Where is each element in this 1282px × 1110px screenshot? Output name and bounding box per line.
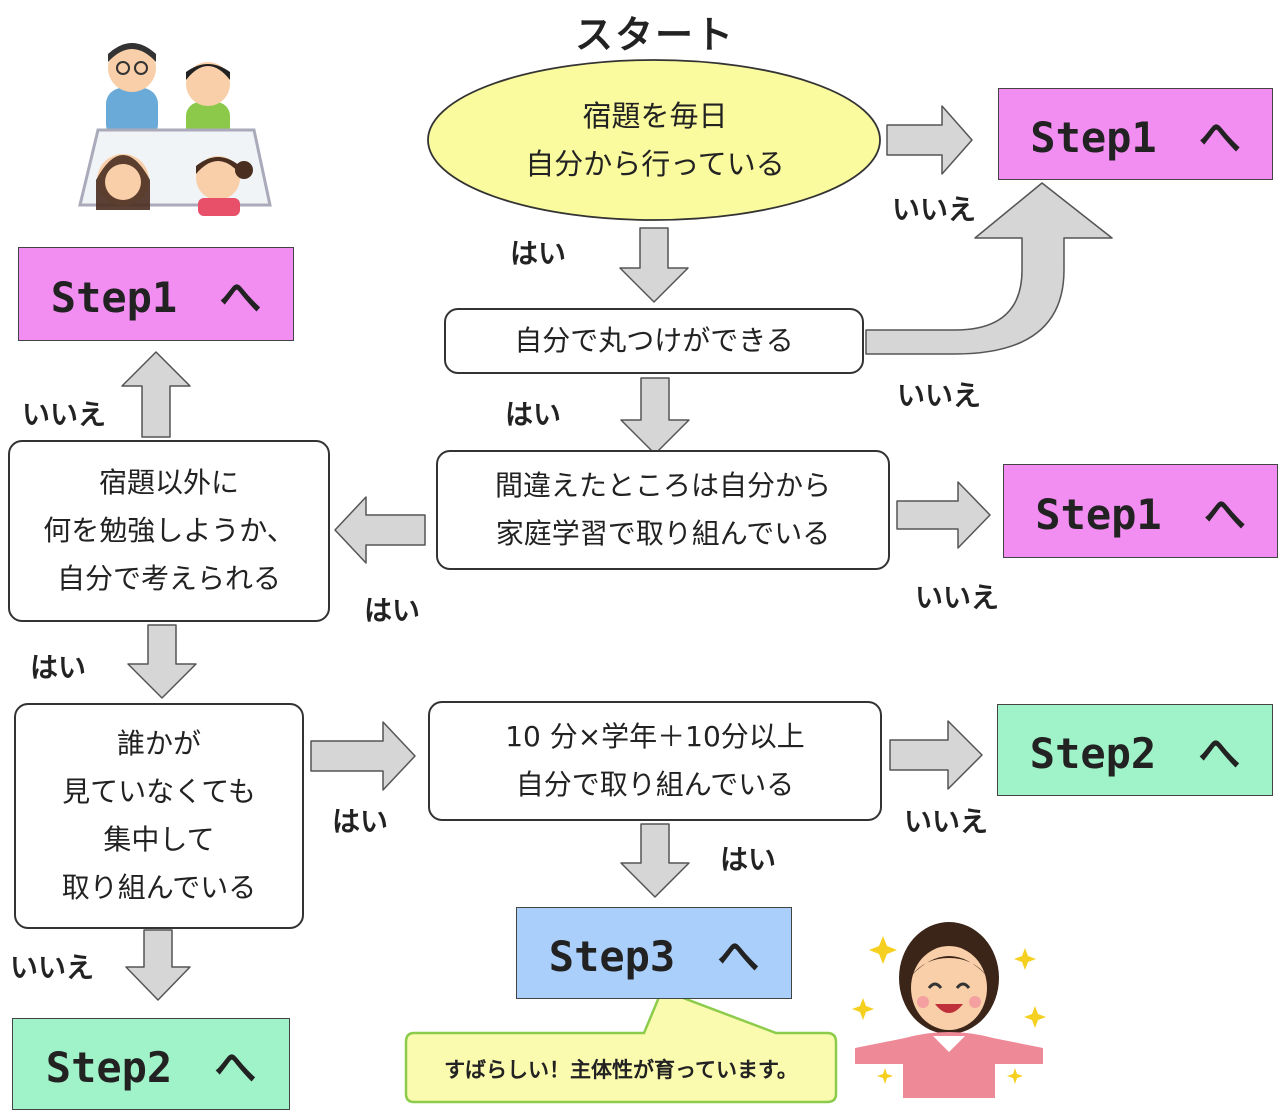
label-yes-selfcheck: はい: [505, 398, 562, 431]
arrow-start-yes: [619, 227, 689, 303]
label-no-start: いいえ: [892, 193, 977, 226]
node-focus-text: 誰かが 見ていなくても 集中して 取り組んでいる: [61, 727, 257, 904]
speech-bubble: [404, 988, 838, 1104]
arrow-start-no: [886, 105, 973, 175]
node-self-check-text: 自分で丸つけができる: [514, 324, 794, 357]
label-no-selfcheck: いいえ: [897, 379, 982, 412]
label-yes-start: はい: [510, 237, 567, 270]
step2-bottom-left: Step2 へ: [12, 1018, 290, 1110]
label-no-time: いいえ: [904, 805, 989, 838]
label-no-think: いいえ: [22, 398, 107, 431]
node-self-check: 自分で丸つけができる: [444, 308, 864, 374]
node-review: 間違えたところは自分から 家庭学習で取り組んでいる: [436, 450, 890, 570]
node-time-text: 10 分×学年＋10分以上 自分で取り組んでいる: [505, 720, 805, 801]
node-think: 宿題以外に 何を勉強しようか、 自分で考えられる: [8, 440, 330, 622]
arrow-time-no: [889, 720, 983, 790]
node-time: 10 分×学年＋10分以上 自分で取り組んでいる: [428, 701, 882, 821]
arrow-think-yes: [127, 624, 197, 699]
step2-right: Step2 へ: [997, 704, 1273, 796]
arrow-time-yes: [620, 823, 690, 898]
arrow-focus-no: [125, 929, 191, 1001]
label-yes-think: はい: [30, 651, 87, 684]
label-yes-focus: はい: [332, 805, 389, 838]
label-no-review: いいえ: [915, 581, 1000, 614]
label-no-focus: いいえ: [10, 951, 95, 984]
step1-left: Step1 へ: [18, 247, 294, 341]
node-focus: 誰かが 見ていなくても 集中して 取り組んでいる: [14, 703, 304, 929]
happy-girl-illustration: [852, 922, 1046, 1098]
step1-top-right: Step1 へ: [998, 88, 1273, 180]
arrow-selfcheck-no: [865, 182, 1113, 355]
step1-mid-right: Step1 へ: [1003, 464, 1278, 558]
start-node-text: 宿題を毎日 自分から行っている: [525, 99, 785, 181]
arrow-review-no: [896, 481, 991, 549]
start-oval: [427, 59, 881, 221]
family-illustration: [78, 43, 272, 216]
node-review-text: 間違えたところは自分から 家庭学習で取り組んでいる: [494, 469, 831, 550]
arrow-think-no: [121, 351, 191, 438]
speech-bubble-text: すばらしい！主体性が育っています。: [444, 1058, 798, 1082]
step3: Step3 へ: [516, 907, 792, 999]
arrow-focus-yes: [310, 721, 416, 791]
label-yes-time: はい: [720, 843, 777, 876]
arrow-review-yes: [334, 496, 426, 564]
node-think-text: 宿題以外に 何を勉強しようか、 自分で考えられる: [43, 466, 295, 595]
label-yes-review: はい: [364, 594, 421, 627]
page-title: スタート: [574, 13, 735, 57]
arrow-selfcheck-yes: [620, 377, 690, 455]
